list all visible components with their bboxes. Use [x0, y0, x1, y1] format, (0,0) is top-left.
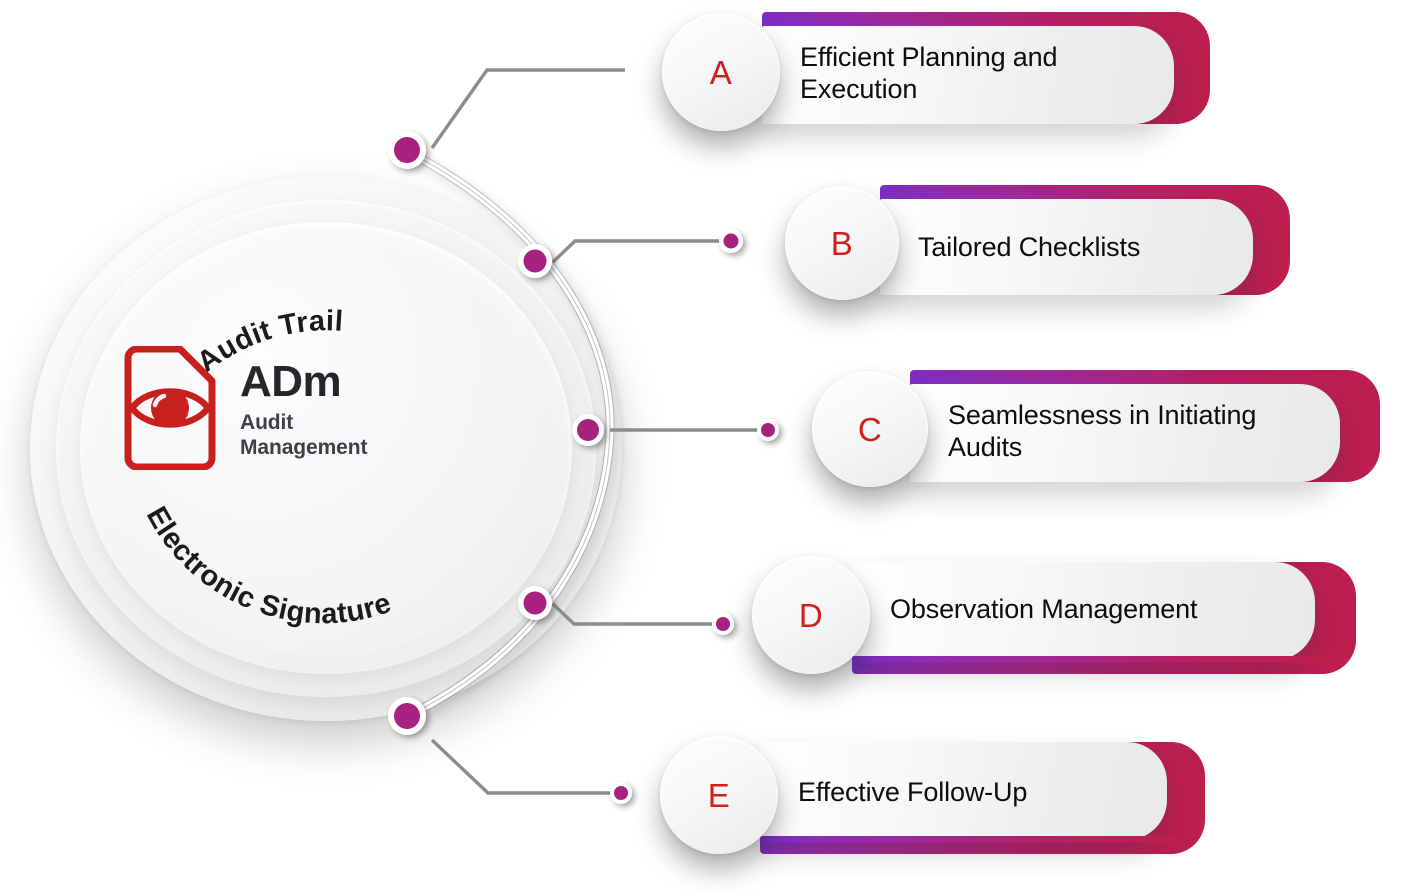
- card-b-accent-bar: [880, 192, 1262, 199]
- anchor-dot-b-ring: [719, 229, 743, 253]
- card-e-sheet: [760, 742, 1167, 840]
- central-hub: Audit Trail Electronic Signature ADm Aud…: [18, 168, 638, 728]
- anchor-dot-b: [723, 233, 739, 249]
- card-a-title-line2: Execution: [800, 74, 918, 105]
- anchor-dot-c-ring: [757, 419, 779, 441]
- brand-subtitle-line2: Management: [240, 435, 368, 459]
- card-e-badge-letter: E: [707, 776, 731, 814]
- card-c-accent-bar: [910, 377, 1350, 384]
- card-a-title-line1: Efficient Planning and: [800, 42, 1058, 72]
- feature-card-c[interactable]: C Seamlessness in Initiating Audits: [812, 366, 1380, 496]
- connector-line-a: [430, 68, 625, 149]
- brand-name: ADm: [240, 357, 342, 407]
- card-c-title-line2: Audits: [948, 432, 1023, 463]
- feature-card-a[interactable]: A Efficient Planning and Execution: [662, 8, 1210, 138]
- card-d-badge-letter: D: [798, 596, 824, 634]
- card-d-sheet: [852, 562, 1315, 660]
- card-c-title-line1: Seamlessness in Initiating: [948, 400, 1257, 430]
- document-eye-icon: [124, 346, 216, 470]
- card-b-sheet: [880, 199, 1253, 295]
- card-e-title-line1: Effective Follow-Up: [798, 777, 1028, 807]
- hub-logo-text: ADm Audit Management: [240, 356, 367, 460]
- card-b-badge-letter: B: [830, 224, 854, 262]
- card-c-title: Seamlessness in Initiating Audits: [948, 399, 1318, 464]
- card-a-title: Efficient Planning and Execution: [800, 41, 1130, 106]
- hub-logo-block: ADm Audit Management: [118, 346, 367, 470]
- connector-line-e: [430, 738, 618, 795]
- card-d-title-line1: Observation Management: [890, 594, 1198, 624]
- anchor-dot-e: [614, 786, 628, 800]
- card-c-badge[interactable]: C: [812, 371, 928, 487]
- card-d-title: Observation Management: [890, 593, 1310, 625]
- card-d-badge[interactable]: D: [752, 556, 870, 674]
- card-d-accent-bar: [852, 656, 1325, 663]
- orbit-node-a-ring: [388, 131, 426, 169]
- brand-subtitle-line1: Audit: [240, 411, 294, 435]
- card-b-title: Tailored Checklists: [918, 231, 1248, 263]
- card-a-badge[interactable]: A: [662, 13, 780, 131]
- brand-subtitle: Audit Management: [240, 411, 367, 460]
- feature-card-d[interactable]: D Observation Management: [752, 556, 1356, 686]
- card-a-accent-bar: [762, 19, 1182, 26]
- feature-card-e[interactable]: E Effective Follow-Up: [660, 736, 1205, 866]
- orbit-node-a: [394, 137, 420, 163]
- card-b-title-line1: Tailored Checklists: [918, 232, 1141, 262]
- card-e-accent-bar: [760, 836, 1176, 843]
- card-c-badge-letter: C: [857, 410, 883, 448]
- card-e-title: Effective Follow-Up: [798, 776, 1168, 808]
- anchor-dot-d-ring: [712, 613, 734, 635]
- card-c-sheet: [910, 384, 1340, 482]
- card-a-badge-letter: A: [709, 53, 733, 91]
- card-b-badge[interactable]: B: [785, 186, 899, 300]
- anchor-dot-c: [761, 423, 775, 437]
- card-e-badge[interactable]: E: [660, 736, 778, 854]
- feature-card-b[interactable]: B Tailored Checklists: [785, 183, 1290, 309]
- anchor-dot-d: [716, 617, 730, 631]
- anchor-dot-e-ring: [610, 782, 632, 804]
- card-a-sheet: [762, 26, 1174, 124]
